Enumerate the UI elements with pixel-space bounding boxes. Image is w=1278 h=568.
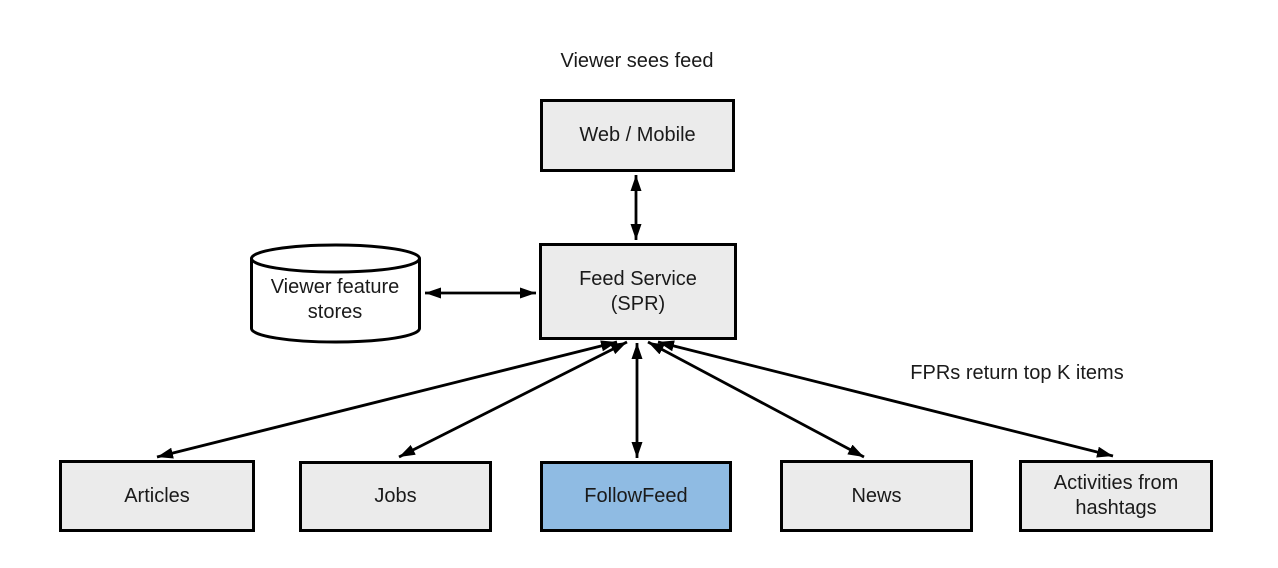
edge-feedservice-activities xyxy=(657,340,1114,458)
viewer-feature-stores-line1: Viewer feature xyxy=(270,276,400,298)
node-jobs: Jobs xyxy=(299,461,492,532)
node-feed-service: Feed Service (SPR) xyxy=(539,243,737,340)
node-web-mobile: Web / Mobile xyxy=(540,99,735,172)
node-articles-label: Articles xyxy=(124,484,190,507)
node-web-mobile-label: Web / Mobile xyxy=(579,124,696,146)
node-articles: Articles xyxy=(59,460,255,532)
edge-feedservice-jobs xyxy=(398,340,628,459)
node-activities-from-hashtags: Activities from hashtags xyxy=(1019,460,1213,532)
node-feed-service-label-line1: Feed Service xyxy=(579,267,697,290)
node-jobs-label: Jobs xyxy=(374,485,417,507)
viewer-feature-stores-cylinder xyxy=(250,243,421,344)
node-viewer-feature-stores-label: Viewer feature stores xyxy=(251,270,419,330)
node-news: News xyxy=(780,460,973,532)
viewer-feature-stores-line2: stores xyxy=(307,301,363,323)
node-news-label: News xyxy=(851,484,902,507)
node-followfeed: FollowFeed xyxy=(540,461,732,532)
node-activities-label-line1: Activities from xyxy=(1053,472,1179,494)
node-activities-label-line2: hashtags xyxy=(1075,497,1157,519)
edge-feedservice-articles xyxy=(156,340,618,459)
viewer-sees-feed-label: Viewer sees feed xyxy=(560,50,714,72)
node-followfeed-label: FollowFeed xyxy=(584,485,688,507)
node-feed-service-label-line2: (SPR) xyxy=(610,292,666,315)
edge-feedservice-news xyxy=(647,340,865,459)
fprs-top-k-label: FPRs return top K items xyxy=(910,362,1124,384)
